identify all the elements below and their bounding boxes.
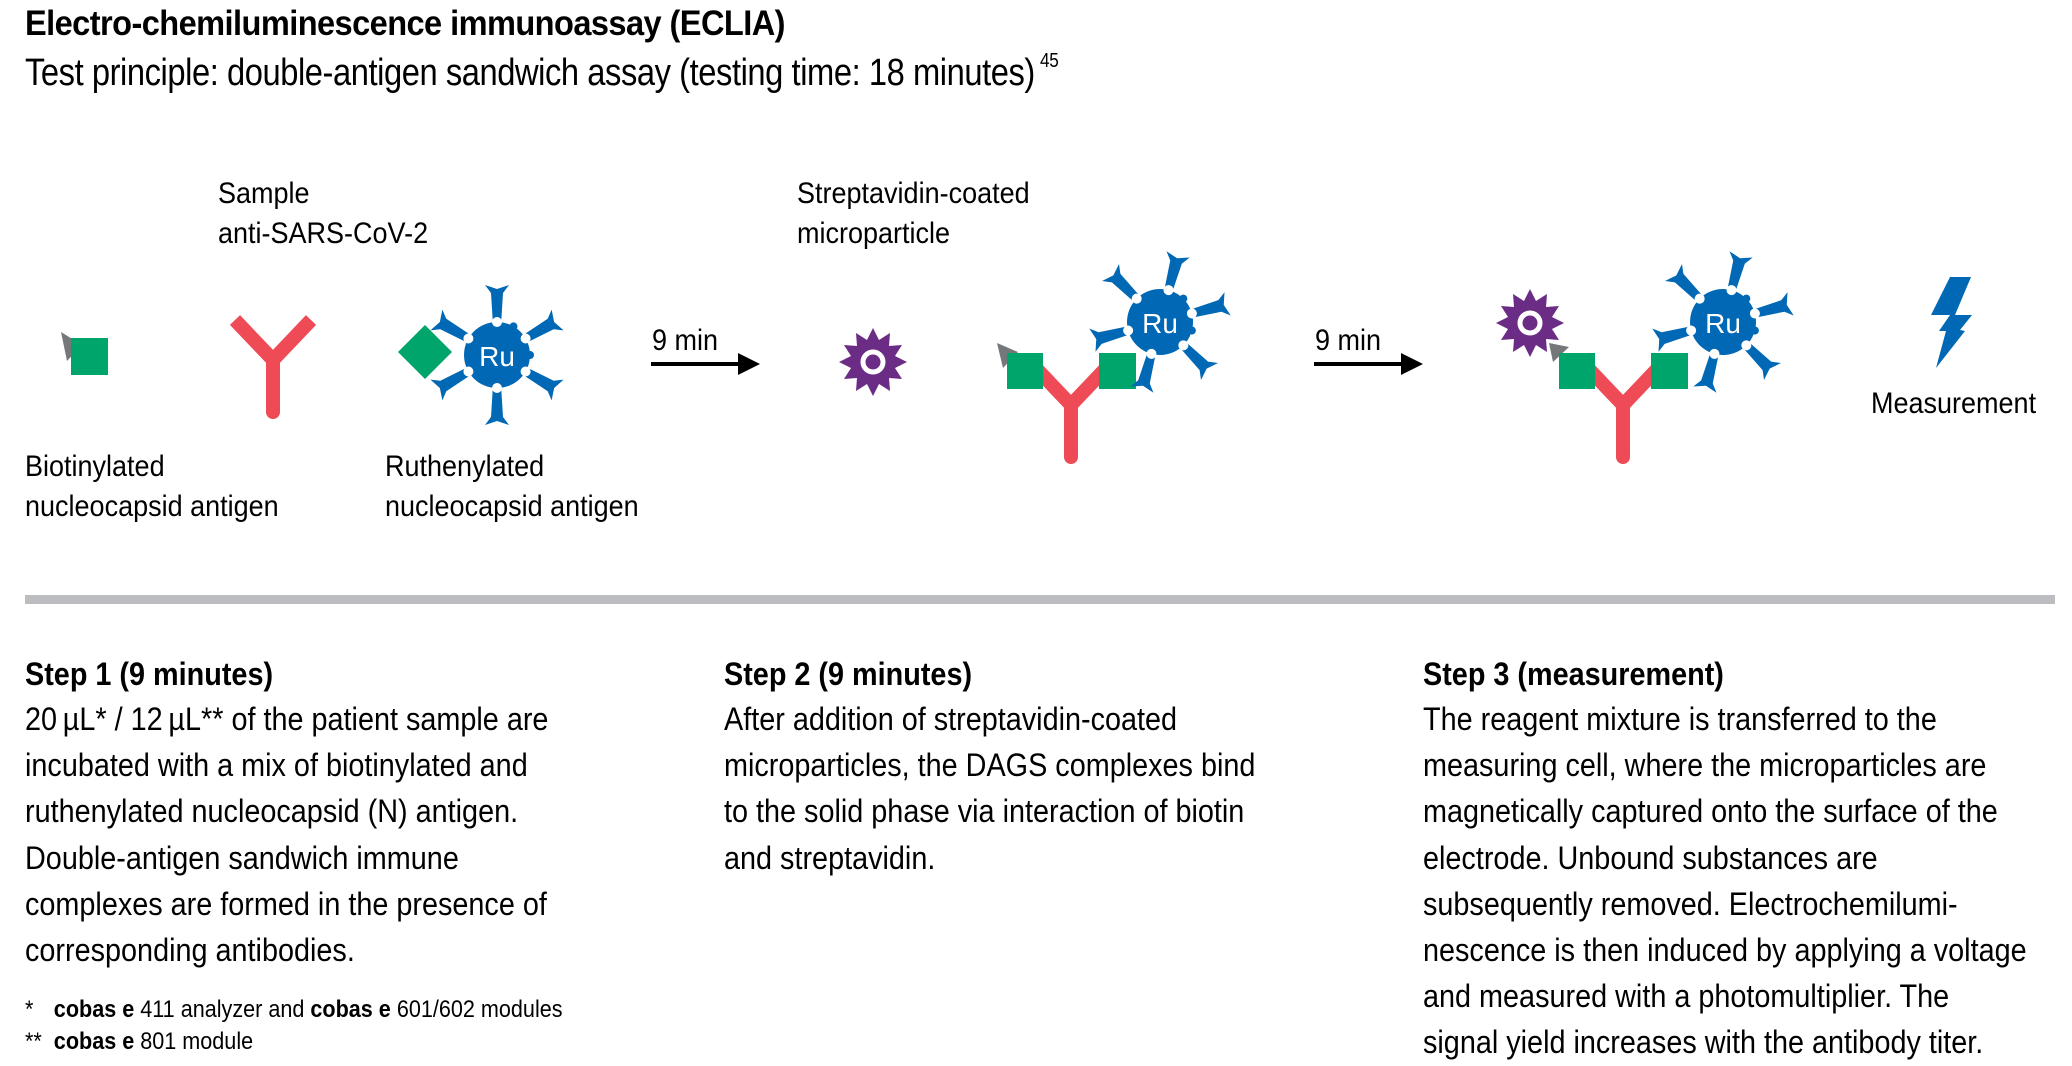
ruthenylated-label-line2: nucleocapsid antigen xyxy=(385,490,639,523)
step-1-line: incubated with a mix of biotinylated and xyxy=(25,747,528,784)
step-2-line: After addition of streptavidin-coated xyxy=(724,701,1178,737)
arrow-right-icon xyxy=(651,353,760,375)
arrow-1-label: 9 min xyxy=(652,324,719,357)
step-2-heading: Step 2 (9 minutes) xyxy=(724,656,973,692)
sample-label-line1: Sample xyxy=(218,177,310,210)
step-1-body: 20 µL* / 12 µL** of the patient sample a… xyxy=(25,696,675,973)
microparticle-label: Streptavidin-coated microparticle xyxy=(797,174,1030,254)
footnotes: * cobas e 411 analyzer and cobas e 601/60… xyxy=(25,994,563,1058)
lightning-bolt-icon xyxy=(1931,277,1972,368)
step-1-line: complexes are formed in the presence of xyxy=(25,885,547,922)
step-2-line: and streptavidin. xyxy=(724,839,936,876)
microparticle-label-line2: microparticle xyxy=(797,217,951,250)
step-3-heading: Step 3 (measurement) xyxy=(1423,656,1724,692)
footnote-mark: * xyxy=(25,996,34,1023)
page-title: Electro-chemiluminescence immunoassay (E… xyxy=(25,4,786,43)
bound-complex-icon: Ru xyxy=(1496,237,1805,464)
subtitle-reference: 45 xyxy=(1040,50,1059,72)
step-1-line: corresponding antibodies. xyxy=(25,932,355,969)
immune-complex-icon: Ru xyxy=(997,237,1242,464)
brand-name: cobas e xyxy=(53,996,135,1023)
antibody-icon xyxy=(235,320,311,419)
step-3-line: The reagent mixture is transferred to th… xyxy=(1423,701,1937,737)
footnote-text: 601/602 modules xyxy=(390,996,563,1023)
footnote-1: * cobas e 411 analyzer and cobas e 601/60… xyxy=(25,994,563,1026)
page-subtitle: Test principle: double-antigen sandwich … xyxy=(25,50,1059,95)
step-1-line: 20 µL* / 12 µL** of the patient sample a… xyxy=(25,701,549,737)
measurement-label: Measurement xyxy=(1871,387,2037,420)
section-divider xyxy=(25,595,2055,604)
step-2-line: microparticles, the DAGS complexes bind xyxy=(724,747,1256,784)
footnote-text: 411 analyzer and xyxy=(134,996,311,1023)
microparticle-icon xyxy=(839,328,907,396)
step-3-line: measuring cell, where the microparticles… xyxy=(1423,747,1987,784)
step-3-line: nescence is then induced by applying a v… xyxy=(1423,932,2027,969)
ruthenylated-antigen-icon: Ru xyxy=(398,285,564,425)
svg-text:Ru: Ru xyxy=(479,341,515,372)
footnote-2: ** cobas e 801 module xyxy=(25,1026,563,1058)
biotinylated-antigen-icon xyxy=(61,332,108,375)
step-3: Step 3 (measurement) The reagent mixture… xyxy=(1423,652,2072,1066)
sample-label-line2: anti-SARS-CoV-2 xyxy=(218,217,429,250)
ruthenylated-label-line1: Ruthenylated xyxy=(385,450,545,483)
step-1: Step 1 (9 minutes) 20 µL* / 12 µL** of t… xyxy=(25,652,675,973)
biotinylated-label-line1: Biotinylated xyxy=(25,450,165,483)
step-3-line: magnetically captured onto the surface o… xyxy=(1423,793,1998,830)
step-1-line: Double-antigen sandwich immune xyxy=(25,839,459,876)
step-3-line: and measured with a photomultiplier. The xyxy=(1423,978,1950,1015)
step-1-line: ruthenylated nucleocapsid (N) antigen. xyxy=(25,793,519,830)
sample-label: Sample anti-SARS-CoV-2 xyxy=(218,174,428,254)
step-3-body: The reagent mixture is transferred to th… xyxy=(1423,696,2072,1066)
arrow-right-icon xyxy=(1314,353,1423,375)
eclia-diagram: Ru Ru Ru xyxy=(61,0,1972,560)
footnote-text: 801 module xyxy=(134,1028,254,1055)
step-3-line: signal yield increases with the antibody… xyxy=(1423,1024,1984,1061)
microparticle-label-line1: Streptavidin-coated xyxy=(797,177,1030,210)
biotinylated-label-line2: nucleocapsid antigen xyxy=(25,490,279,523)
step-3-line: subsequently removed. Electrochemilumi- xyxy=(1423,885,1958,922)
subtitle-text: Test principle: double-antigen sandwich … xyxy=(25,52,1035,94)
brand-name: cobas e xyxy=(310,996,391,1023)
svg-text:Ru: Ru xyxy=(1142,308,1178,339)
step-3-line: electrode. Unbound substances are xyxy=(1423,839,1878,876)
brand-name: cobas e xyxy=(53,1028,135,1055)
biotinylated-label: Biotinylated nucleocapsid antigen xyxy=(25,447,279,527)
step-2-body: After addition of streptavidin-coated mi… xyxy=(724,696,1374,881)
step-2-line: to the solid phase via interaction of bi… xyxy=(724,793,1245,830)
arrow-2-label: 9 min xyxy=(1315,324,1382,357)
step-1-heading: Step 1 (9 minutes) xyxy=(25,656,274,692)
step-2: Step 2 (9 minutes) After addition of str… xyxy=(724,652,1374,881)
footnote-mark: ** xyxy=(25,1028,42,1055)
svg-text:Ru: Ru xyxy=(1705,308,1741,339)
ruthenylated-label: Ruthenylated nucleocapsid antigen xyxy=(385,447,639,527)
